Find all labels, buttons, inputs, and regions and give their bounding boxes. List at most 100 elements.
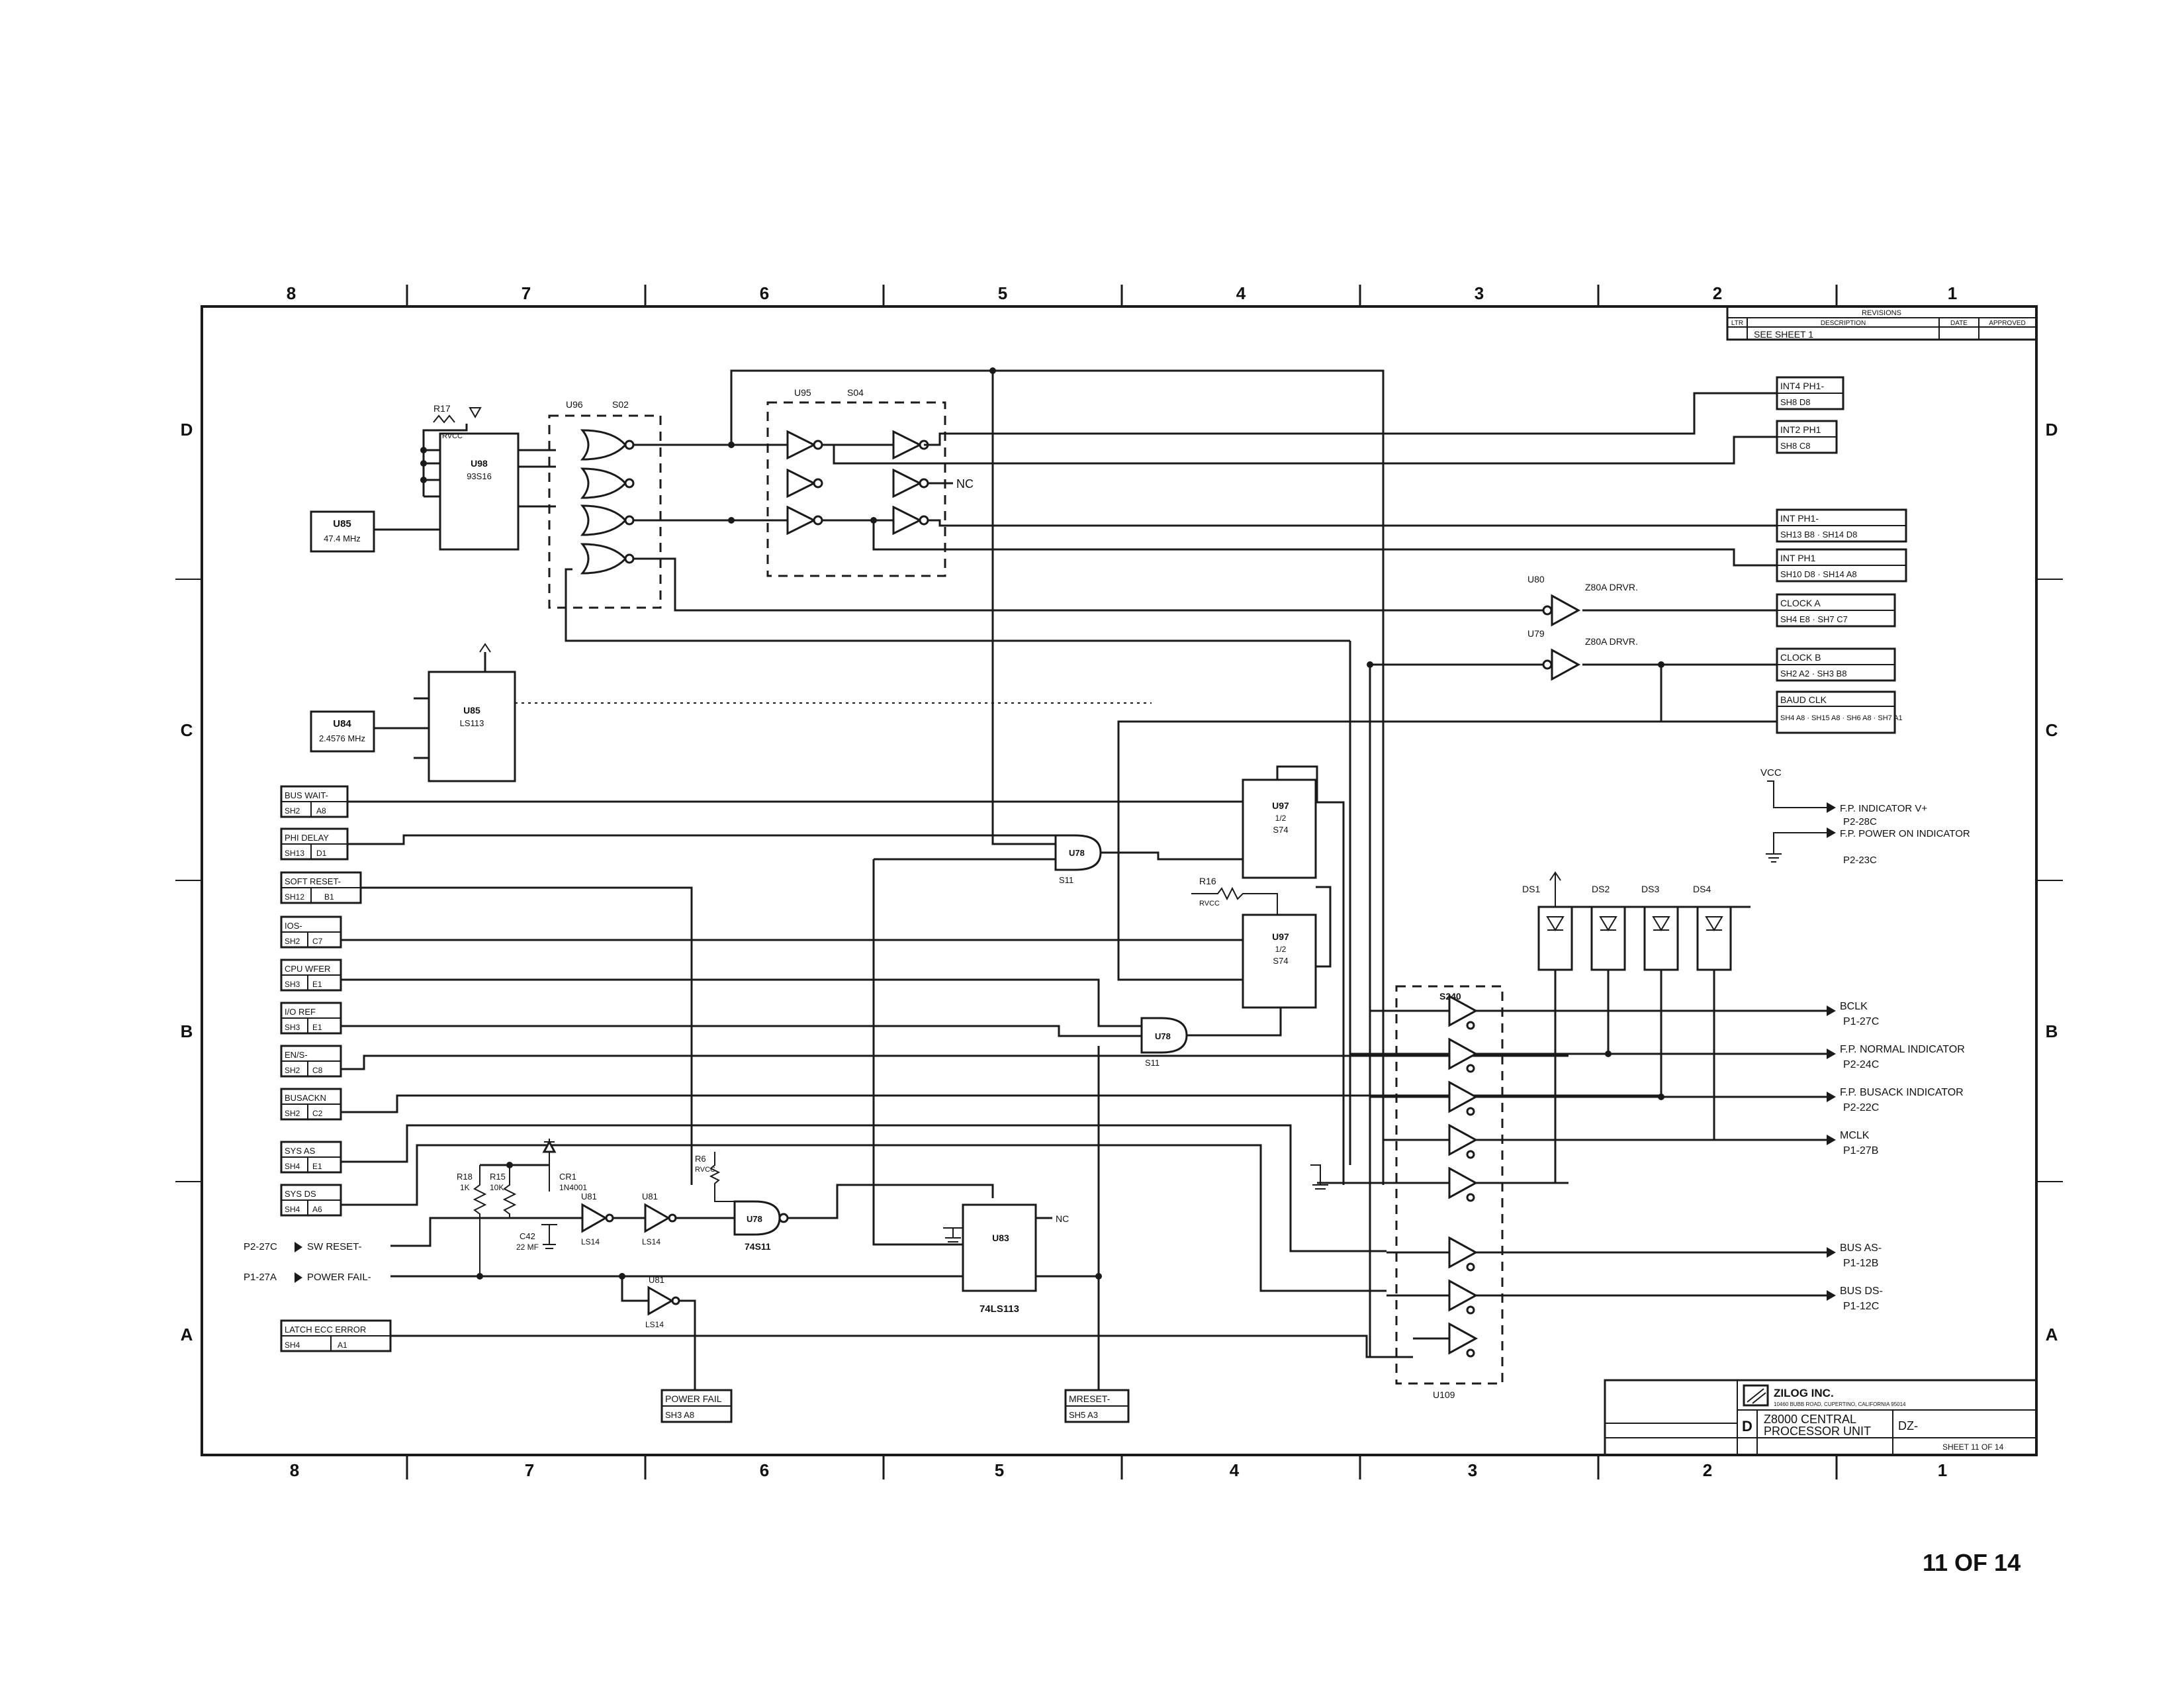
chip-half: 1/2	[1275, 814, 1287, 823]
clock-source-ref: U84	[333, 718, 351, 729]
edge-name: SW RESET-	[307, 1241, 362, 1252]
title-block: ZILOG INC. 10460 BUBB ROAD, CUPERTINO, C…	[1604, 1379, 2038, 1456]
resistor-ref: R15	[490, 1172, 506, 1182]
clock-source-ref: U85	[333, 518, 351, 530]
row-label: C	[2046, 720, 2058, 740]
zone-label: 6	[760, 283, 769, 303]
resistor-val: RVCC	[1199, 900, 1220, 908]
led-ref: DS3	[1641, 884, 1659, 894]
connector-zone: A8	[316, 806, 326, 816]
connector-name: INT2 PH1	[1780, 424, 1821, 435]
chip-ref: U78	[1155, 1031, 1171, 1041]
company-name: ZILOG INC.	[1774, 1387, 1834, 1399]
nc-label: NC	[956, 477, 974, 491]
diode-ref: CR1	[559, 1172, 576, 1182]
chip-drv: Z80A DRVR.	[1585, 636, 1638, 647]
zone-labels-bottom: 8 7 6 5 4 3 2 1	[290, 1460, 1947, 1480]
connector-refs: SH10 D8 · SH14 A8	[1780, 569, 1857, 579]
chip-type: LS113	[460, 718, 484, 728]
connector-zone: E1	[312, 980, 322, 989]
drawing-size: D	[1742, 1418, 1752, 1434]
connector-sys-ds: SYS DS SH4 A6	[280, 1144, 1387, 1292]
connector-ref: SH4	[285, 1340, 300, 1350]
connector-zone: C2	[312, 1109, 323, 1118]
led-indicators: DS1 DS2 DS3 DS4	[1522, 871, 1751, 1183]
buffer-gates	[1448, 994, 1479, 1358]
resistor-val: RVCC	[695, 1166, 715, 1174]
output-name: BCLK	[1840, 1001, 1868, 1012]
output-name: F.P. BUSACK INDICATOR	[1840, 1087, 1964, 1098]
edge-pin: P1-27A	[244, 1272, 277, 1283]
connector-refs: SH8 C8	[1780, 441, 1811, 451]
row-label: A	[2046, 1325, 2058, 1344]
connector-name: INT PH1-	[1780, 513, 1819, 524]
chip-ref: U83	[992, 1233, 1009, 1243]
connector-ios: IOS- SH2 C7	[280, 915, 1243, 949]
connector-zone: E1	[312, 1162, 322, 1171]
clock-source-value: 2.4576 MHz	[319, 733, 365, 743]
chip-type: LS14	[581, 1237, 600, 1246]
connector-zone: B1	[324, 892, 334, 902]
chip-ref: U80	[1527, 574, 1545, 585]
clock-source-2mhz: U84 2.4576 MHz	[310, 710, 429, 753]
row-label: B	[2046, 1021, 2058, 1041]
connector-busackn: BUSACKN SH2 C2	[280, 1088, 1661, 1121]
output-name: BUS AS-	[1840, 1243, 1882, 1254]
chip-ref: U78	[1069, 848, 1085, 858]
resistor-ref: R16	[1199, 876, 1216, 886]
chip-type: S74	[1273, 825, 1288, 835]
connector-name: I/O REF	[285, 1007, 316, 1017]
connector-refs: SH8 D8	[1780, 397, 1811, 407]
output-pin: P1-27B	[1843, 1145, 1878, 1156]
zone-label: 2	[1703, 1460, 1712, 1480]
resistor-val: 1K	[460, 1183, 470, 1192]
connector-ref: SH2	[285, 937, 300, 946]
connector-io-ref: I/O REF SH3 E1	[280, 1002, 1142, 1037]
output-pin: P2-22C	[1843, 1102, 1879, 1113]
connector-name: CPU WFER	[285, 964, 330, 974]
drawing-number: DZ-	[1898, 1419, 1918, 1432]
connector-latch-ecc-error: LATCH ECC ERROR SH4 A1	[280, 1319, 1413, 1358]
chip-type: S02	[612, 399, 629, 410]
output-name: BUS DS-	[1840, 1286, 1883, 1297]
chip-half: 1/2	[1275, 945, 1287, 954]
edge-input-sw-reset: P2-27C SW RESET-	[244, 1217, 596, 1252]
right-connector-clock-a: CLOCK A SH4 E8 · SH7 C7	[1776, 593, 1896, 628]
chip-ref: U78	[747, 1214, 762, 1224]
resistor-val: RVCC	[442, 432, 463, 440]
connector-en-s: EN/S- SH2 C8	[280, 1045, 1569, 1078]
chip-ref: U97	[1272, 800, 1289, 811]
connector-name: SOFT RESET-	[285, 876, 341, 886]
connector-zone: A1	[338, 1340, 347, 1350]
chip-type: S11	[1145, 1058, 1160, 1068]
u83-flipflop: U83 74LS113 NC	[872, 859, 1102, 1390]
chip-ref: U81	[642, 1192, 658, 1201]
connector-phi-delay: PHI DELAY SH13 D1	[280, 827, 1056, 861]
chip-ref: U95	[794, 387, 811, 398]
sheet-number: SHEET 11 OF 14	[1942, 1442, 2004, 1452]
connector-name: IOS-	[285, 921, 302, 931]
row-label: A	[181, 1325, 193, 1344]
zone-label: 8	[290, 1460, 299, 1480]
chip-ref: U81	[581, 1192, 597, 1201]
connector-zone: C8	[312, 1066, 323, 1075]
zone-label: 1	[1948, 283, 1957, 303]
connector-ref: SH2	[285, 1066, 300, 1075]
resistor-ref: R17	[433, 403, 451, 414]
zone-label: 4	[1236, 283, 1246, 303]
connector-name: POWER FAIL	[665, 1393, 722, 1404]
connector-refs: SH3 A8	[665, 1410, 694, 1420]
connector-refs: SH5 A3	[1069, 1410, 1098, 1420]
connector-name: CLOCK B	[1780, 652, 1821, 663]
led-ref: DS2	[1592, 884, 1610, 894]
zone-labels-top: 8 7 6 5 4 3 2 1	[287, 283, 1957, 303]
u97a-flipflop: U97 1/2 S74	[1242, 765, 1345, 1185]
u78a-and-gate: U78 S11	[874, 371, 1243, 885]
connector-name: EN/S-	[285, 1050, 308, 1060]
revision-block: REVISIONS LTR DESCRIPTION DATE APPROVED …	[1726, 305, 2038, 341]
chip-type: 74S11	[745, 1241, 771, 1252]
chip-type: S04	[847, 387, 864, 398]
connector-name: INT4 PH1-	[1780, 381, 1824, 391]
connector-name: MRESET-	[1069, 1393, 1111, 1404]
output-name: MCLK	[1840, 1130, 1870, 1141]
